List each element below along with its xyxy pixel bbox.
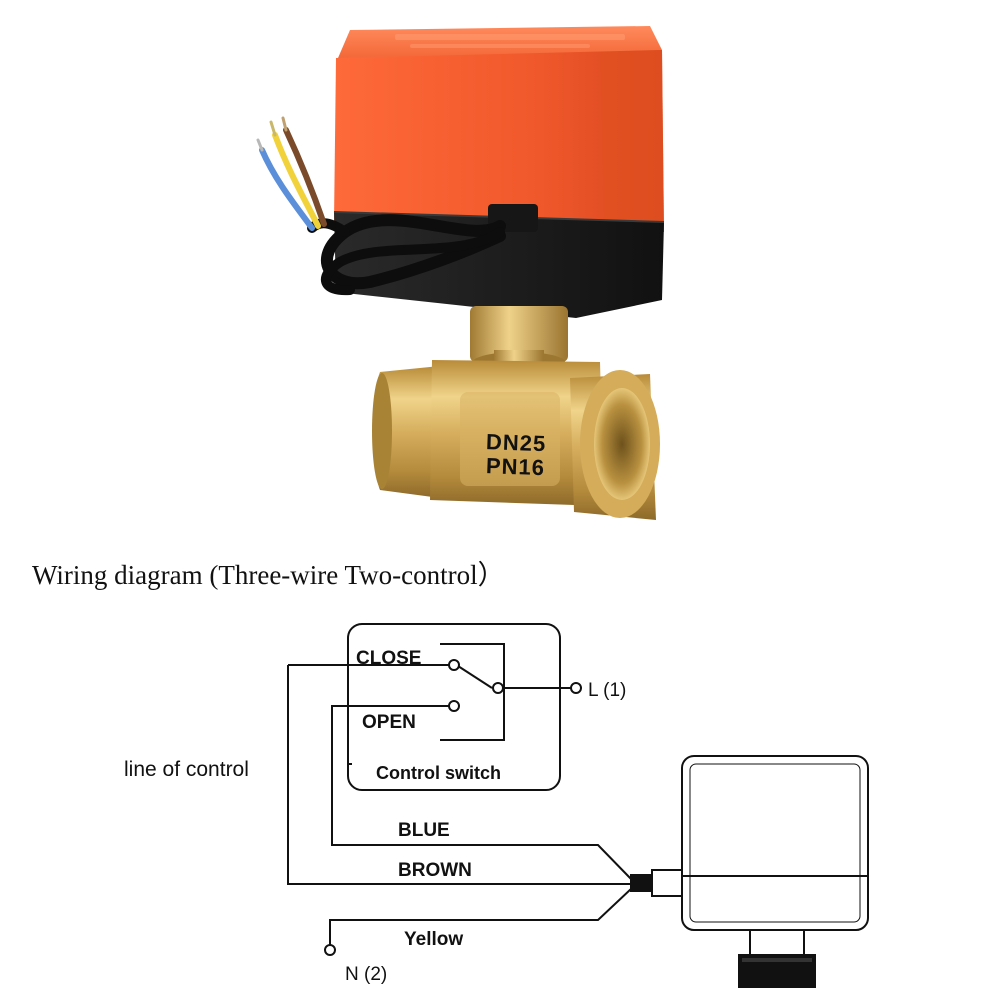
- actuator-right-face: [600, 50, 664, 236]
- brown-wire: [283, 127, 327, 227]
- control-switch-label: Control switch: [376, 763, 501, 783]
- switch-inner-frame: [440, 643, 505, 741]
- actuator-black-base: [334, 212, 664, 318]
- valve-marking-size: DN25: [486, 429, 547, 456]
- open-terminal: [448, 700, 460, 712]
- open-label: OPEN: [362, 712, 416, 733]
- live-label: L (1): [588, 680, 626, 701]
- yellow-wire: [272, 132, 321, 229]
- actuator-front-face: [334, 50, 664, 232]
- close-terminal: [448, 659, 460, 671]
- line-of-control-label: line of control: [124, 758, 249, 781]
- yellow-label: Yellow: [404, 929, 463, 950]
- valve-marking-pressure: PN16: [486, 453, 546, 480]
- wire-connector: [651, 869, 683, 897]
- actuator-outline: [681, 755, 869, 931]
- blue-label: BLUE: [398, 820, 450, 841]
- neutral-terminal: [324, 944, 336, 956]
- connector-plug: [630, 874, 652, 892]
- valve-left-port-rim: [372, 373, 392, 489]
- valve-left-port: [374, 366, 440, 498]
- colored-wires: [256, 116, 327, 231]
- blue-wire: [259, 147, 315, 231]
- actuator-housing: [333, 26, 665, 318]
- control-line-wire: [287, 665, 632, 885]
- actuator-top-embossing: [410, 44, 590, 48]
- close-label: CLOSE: [356, 648, 421, 669]
- open-wire: [331, 705, 633, 881]
- switch-lever: [457, 665, 493, 689]
- neutral-label: N (2): [345, 964, 387, 985]
- actuator-neck: [749, 930, 805, 954]
- actuator-top-embossing: [395, 34, 625, 40]
- brown-label: BROWN: [398, 860, 472, 881]
- yellow-wire-line: [329, 887, 633, 946]
- electric-ball-valve-illustration: DN25 PN16: [256, 26, 665, 520]
- brass-valve-body: DN25 PN16: [372, 360, 660, 520]
- wiring-diagram: CLOSE OPEN Control switch L (1) line of …: [124, 623, 869, 988]
- valve-right-port-bore: [594, 388, 650, 500]
- common-terminal: [492, 682, 504, 694]
- actuator-inner-outline: [689, 763, 861, 923]
- wiring-diagram-title: Wiring diagram (Three-wire Two-control）: [32, 560, 505, 590]
- live-terminal: [570, 682, 582, 694]
